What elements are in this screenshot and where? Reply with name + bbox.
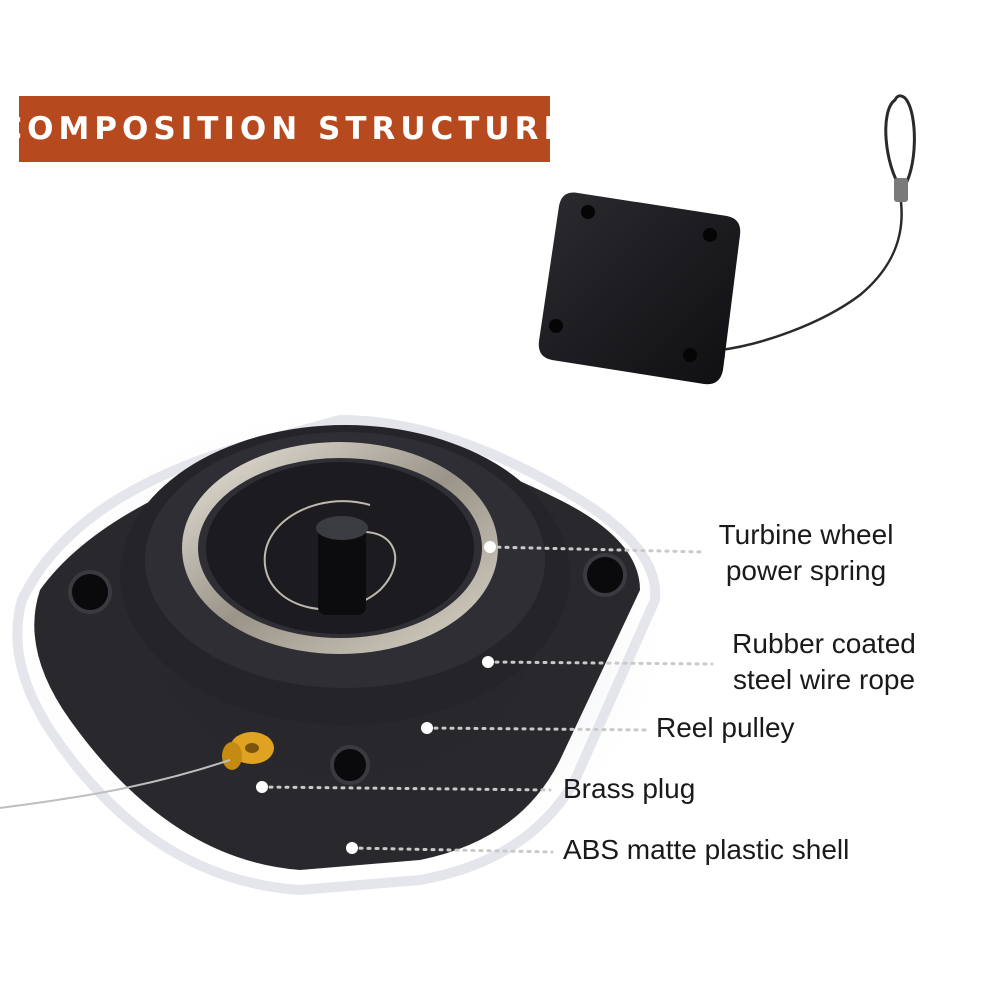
brass-plug-hole	[245, 743, 259, 753]
brass-plug-rim	[222, 742, 242, 770]
cable-loop	[884, 94, 916, 193]
callout-dot-turbine	[484, 541, 496, 553]
banner-title: COMPOSITION STRUCTURE	[0, 111, 570, 147]
steel-cable-icon	[0, 759, 231, 809]
callout-turbine-line-2: power spring	[725, 555, 887, 586]
callout-dot-plug	[256, 781, 268, 793]
callout-rope-label: Rubber coated steel wire rope	[713, 626, 935, 698]
callout-dots	[256, 541, 496, 854]
callout-turbine-label: Turbine wheel power spring	[700, 517, 912, 589]
base-screw-hole	[68, 570, 112, 614]
callout-turbine-line-1: Turbine wheel	[718, 519, 894, 550]
cable-wire	[719, 201, 903, 352]
screw-hole	[549, 319, 563, 333]
base-screw-hole	[330, 745, 370, 785]
screw-hole	[703, 228, 717, 242]
cable-crimp	[894, 178, 908, 202]
callout-rope-line-1: Rubber coated	[732, 628, 916, 659]
screw-hole	[581, 205, 595, 219]
callout-leaders	[260, 545, 714, 854]
callout-pulley-line-1: Reel pulley	[656, 712, 795, 743]
callout-rope-line-2: steel wire rope	[732, 664, 916, 695]
leader-line-shell	[350, 846, 554, 854]
hub-top	[316, 516, 368, 540]
screw-hole	[683, 348, 697, 362]
callout-shell-label: ABS matte plastic shell	[563, 832, 849, 868]
leader-line-rope	[486, 660, 714, 666]
title-banner: COMPOSITION STRUCTURE	[0, 96, 565, 162]
device-body	[538, 192, 741, 385]
callout-plug-label: Brass plug	[563, 771, 695, 807]
callout-plug-line-1: Brass plug	[563, 773, 696, 804]
callout-dot-rope	[482, 656, 494, 668]
leader-line-plug	[260, 785, 552, 792]
leader-line-turbine	[488, 545, 707, 554]
callout-pulley-label: Reel pulley	[656, 710, 795, 746]
base-screw-hole	[583, 553, 627, 597]
retractor-device-icon	[538, 94, 916, 385]
callout-shell-line-1: ABS matte plastic shell	[563, 834, 850, 865]
callout-dot-shell	[346, 842, 358, 854]
callout-dot-pulley	[421, 722, 433, 734]
leader-line-pulley	[425, 726, 650, 732]
cutaway-retractor-icon	[12, 405, 675, 896]
center-hub	[318, 525, 366, 615]
spiral-spring	[263, 500, 397, 611]
